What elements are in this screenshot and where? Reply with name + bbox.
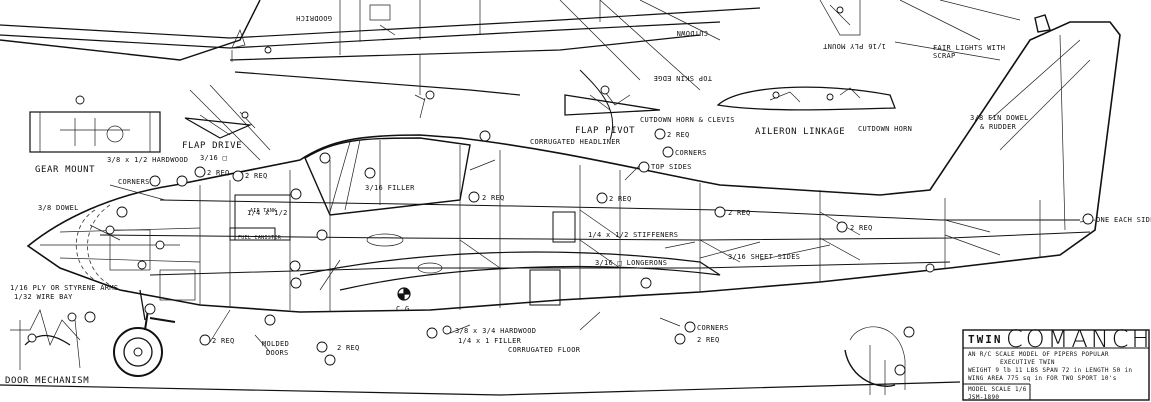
label-corners-top: CORNERS [675,149,707,157]
label-longerons: 3/16 □ LONGERONS [595,259,667,267]
flipped-goodrich-text: GOODRICH [296,14,332,22]
label-1-4x1-2: 1/4 x 1/2 [247,209,288,217]
aileron-linkage-detail [716,86,896,111]
label-cg: C.G. [396,305,414,313]
label-air-tank: AIR TANK [250,208,276,214]
label-2req-d: 2 REQ [850,224,873,232]
label-3-8-dowel: 3/8 DOWEL [38,204,79,212]
label-one-each-side: ONE EACH SIDE [1096,216,1151,224]
label-filler-bottom: 1/4 x 1 FILLER [458,337,522,345]
fuselage-side-view [0,14,1121,396]
title-line-4: WING AREA 775 sq in FOR TWO SPORT 10's [968,375,1117,382]
flipped-cutdown-text: CUTDOWN [676,29,708,37]
flap-drive-detail [184,111,256,139]
label-corners-bottom: CORNERS [697,324,729,332]
label-corrugated-floor: CORRUGATED FLOOR [508,346,581,354]
flap-pivot-detail [564,85,661,116]
title-line-3: WEIGHT 9 lb 11 LBS SPAN 72 in LENGTH 50 … [968,367,1132,374]
label-fuel-tank: FUEL CANISTER [238,235,282,241]
label-flap-pivot: FLAP PIVOT [575,126,635,136]
title-block: TWIN COMANCHE AN R/C SCALE MODEL OF PIPE… [962,325,1151,401]
label-2req-top: 2 REQ [667,131,690,139]
label-2req-h: 2 REQ [337,344,360,352]
label-ply-styrene: 1/16 PLY OR STYRENE ARMS [10,284,118,292]
label-hardwood-gear: 3/8 x 1/2 HARDWOOD [107,156,188,164]
label-corners-left: CORNERS [118,178,150,186]
label-and-rudder: & RUDDER [980,123,1017,131]
label-3-16-filler: 3/16 FILLER [365,184,415,192]
title-code: JSM-1890 [968,394,999,401]
label-2req-g: 2 REQ [212,337,235,345]
label-2req-e: 2 REQ [245,172,268,180]
part-number-callouts [27,128,1094,376]
label-hardwood-bottom: 3/8 x 3/4 HARDWOOD [455,327,536,335]
label-scrap: SCRAP [933,52,956,60]
label-cutdown-horn-clevis: CUTDOWN HORN & CLEVIS [640,116,735,124]
label-2req-i: 2 REQ [697,336,720,344]
label-2req-f: 2 REQ [207,169,230,177]
label-aileron-linkage: AILERON LINKAGE [755,127,845,137]
label-ply-mount: 1/16 PLY MOUNT [822,42,886,50]
title-line-2: EXECUTIVE TWIN [1000,359,1055,366]
label-flap-drive: FLAP DRIVE [182,141,242,151]
drawing-labels: CORRUGATED HEADLINER 2 REQ CORNERS TOP S… [5,42,1151,386]
label-top-sides: TOP SIDES [651,163,692,171]
label-2req-b: 2 REQ [609,195,632,203]
label-cutdown-horn: CUTDOWN HORN [858,125,912,133]
label-molded: MOLDED [262,340,289,348]
label-2req-a: 2 REQ [482,194,505,202]
gear-mount-detail [29,95,161,153]
title-twin: TWIN [968,333,1003,346]
label-fin-dowel: 3/8 FIN DOWEL [970,114,1029,122]
label-doors: DOORS [266,349,289,357]
title-model-scale: MODEL SCALE 1/6 [968,386,1027,393]
label-door-mechanism: DOOR MECHANISM [5,376,89,386]
label-gear-mount: GEAR MOUNT [35,165,95,175]
label-fair-lights: FAIR LIGHTS WITH [933,44,1005,52]
upper-wing-structure [0,0,1021,161]
label-stiffeners: 1/4 x 1/2 STIFFENERS [588,231,678,239]
label-sheet-sides: 3/16 SHEET SIDES [728,253,800,261]
title-line-1: AN R/C SCALE MODEL OF PIPERS POPULAR [968,351,1109,358]
label-3-16-square: 3/16 □ [200,154,227,162]
label-2req-c: 2 REQ [728,209,751,217]
label-top-skin-edge: TOP SKIN EDGE [653,74,712,82]
title-comanche: COMANCHE [1006,325,1151,353]
label-wire-bay: 1/32 WIRE BAY [14,293,73,301]
label-corrugated-headliner: CORRUGATED HEADLINER [530,138,621,146]
